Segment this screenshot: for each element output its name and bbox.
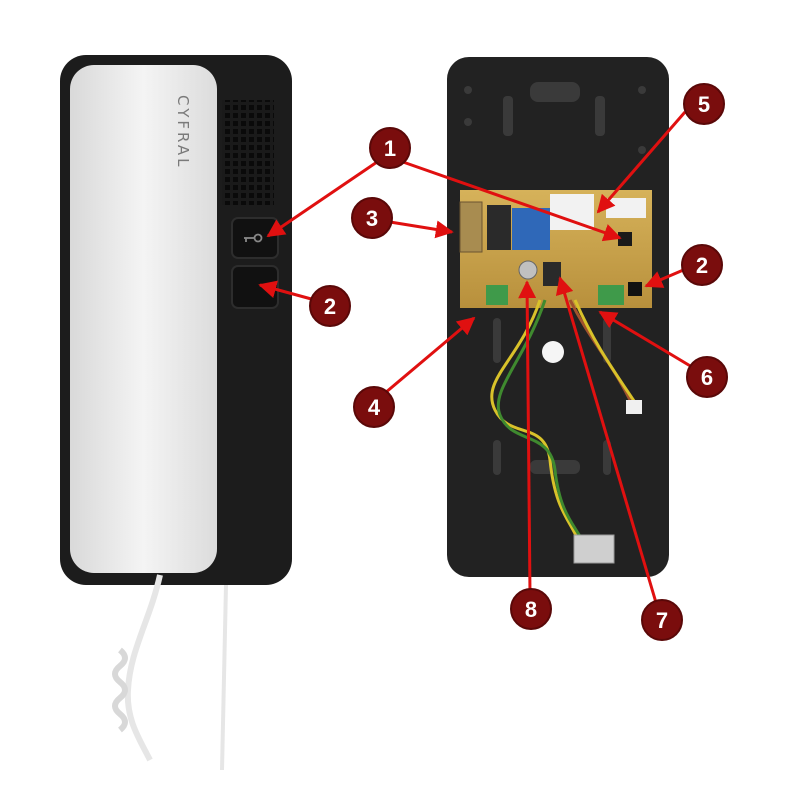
brand-logo: CYFRAL [174, 95, 192, 169]
potentiometer [518, 260, 538, 280]
callout-8: 8 [510, 588, 552, 630]
back-slot [530, 82, 580, 102]
callout-3: 3 [351, 197, 393, 239]
back-slot [603, 318, 611, 363]
arrow-4 [384, 316, 476, 395]
callout-1-label: 1 [384, 136, 396, 161]
terminal-block [598, 285, 624, 305]
callout-4-label: 4 [368, 395, 381, 420]
callout-2-back: 2 [681, 244, 723, 286]
callout-2-front-label: 2 [324, 294, 336, 319]
callout-7: 7 [641, 599, 683, 641]
arrow-3 [389, 220, 454, 239]
handset-cord-coil [112, 647, 128, 733]
label-sticker [606, 198, 646, 218]
callout-4: 4 [353, 386, 395, 428]
arrow-2-front [258, 280, 316, 302]
callout-3-label: 3 [366, 206, 378, 231]
back-slot [493, 318, 501, 363]
screw-hole [464, 86, 472, 94]
wire-harness [496, 299, 587, 546]
arrow-2-back [644, 266, 689, 288]
arrow-1-front [266, 160, 378, 238]
screw-hole [638, 146, 646, 154]
handset-cord [124, 574, 163, 762]
handset [70, 65, 217, 573]
terminal-block [486, 285, 508, 305]
wire-harness [490, 299, 580, 541]
intercom-back-view [447, 57, 669, 577]
callout-7-label: 7 [656, 608, 668, 633]
screw-hole [464, 118, 472, 126]
key-icon [244, 233, 263, 243]
back-slot [595, 96, 605, 136]
back-housing [447, 57, 669, 577]
relay-component [512, 208, 550, 250]
callout-6: 6 [686, 356, 728, 398]
jumper-block [543, 262, 561, 286]
label-sticker [550, 194, 594, 230]
external-button [628, 282, 642, 296]
callout-1: 1 [369, 127, 411, 169]
arrow-6 [598, 310, 693, 369]
callout-2-front: 2 [309, 285, 351, 327]
arrow-5 [596, 111, 687, 214]
wire-harness [573, 299, 638, 405]
callout-6-label: 6 [701, 365, 713, 390]
callout-8-label: 8 [525, 597, 537, 622]
intercom-front-view: CYFRAL [60, 55, 292, 771]
jumper-block [487, 205, 511, 250]
callout-2-back-label: 2 [696, 253, 708, 278]
switch-component [459, 201, 483, 253]
back-slot [493, 440, 501, 475]
speaker-grille [222, 100, 274, 205]
wire-connector [626, 400, 642, 414]
callout-arrows [258, 111, 693, 607]
callout-5: 5 [683, 83, 725, 125]
arrow-1-back [402, 160, 622, 242]
arrow-8 [518, 280, 537, 595]
arrow-7 [555, 276, 659, 607]
line-connector [573, 534, 615, 564]
back-slot [503, 96, 513, 136]
cable-hole [542, 341, 564, 363]
callout-5-label: 5 [698, 92, 710, 117]
screw-hole [638, 86, 646, 94]
line-cable [220, 584, 228, 771]
back-button [618, 232, 632, 246]
